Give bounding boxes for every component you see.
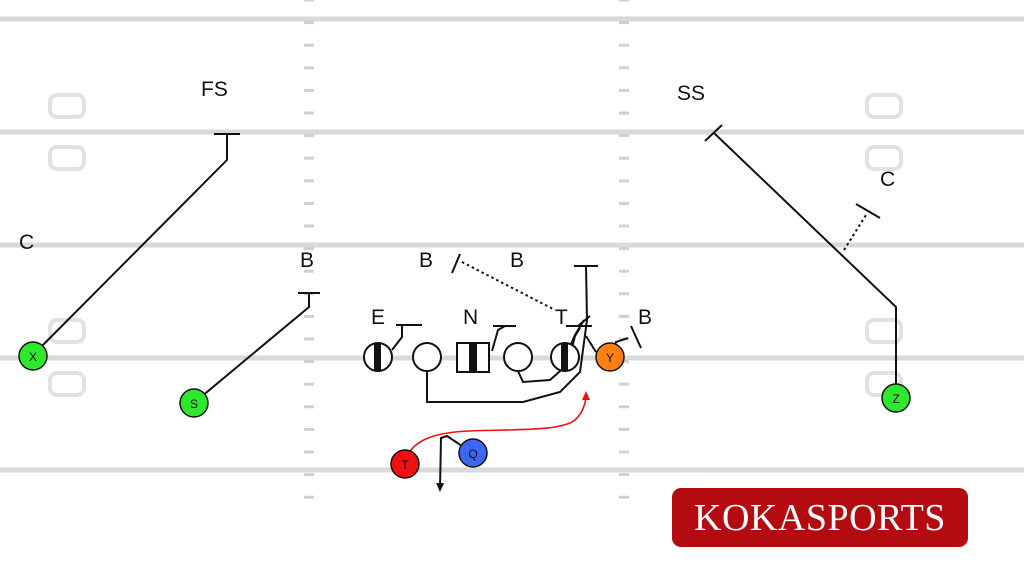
- player-y[interactable]: Y: [595, 342, 625, 372]
- z-route: [713, 132, 897, 397]
- label-c-left: C: [19, 231, 34, 254]
- routes: [32, 124, 897, 492]
- coverage-cap: [855, 203, 881, 219]
- x-route: [32, 134, 228, 356]
- player-q[interactable]: Q: [458, 438, 488, 468]
- label-ss: SS: [677, 82, 705, 105]
- player-t[interactable]: T: [390, 449, 420, 479]
- label-fs: FS: [201, 78, 228, 101]
- yard-number-block: [865, 145, 903, 171]
- yard-number-block: [48, 93, 86, 119]
- label-b-left: B: [300, 249, 314, 272]
- yard-number-block: [865, 93, 903, 119]
- label-b-mid-left: B: [419, 249, 433, 272]
- route-cap: [704, 124, 723, 142]
- coverage-cap: [451, 253, 461, 274]
- yard-lines: [0, 16, 1024, 473]
- yard-number-block: [48, 371, 86, 397]
- coverage-dotted: [843, 214, 867, 251]
- label-b-right: B: [638, 306, 652, 329]
- block-line: [585, 335, 597, 353]
- defense-labels: FS SS C C B B B B E N T: [19, 78, 895, 329]
- block-line: [491, 325, 506, 352]
- yard-number-block: [48, 318, 86, 344]
- guard-pull: [426, 265, 589, 403]
- coverage-dotted: [461, 261, 556, 311]
- motion-route: [404, 391, 590, 462]
- label-t: T: [555, 306, 568, 329]
- player-s[interactable]: S: [179, 388, 209, 418]
- block-cap: [577, 315, 591, 327]
- right-guard: [503, 342, 533, 372]
- right-tackle: [550, 342, 580, 372]
- brand-name: KOKASPORTS: [694, 497, 946, 539]
- block-line: [391, 324, 410, 351]
- player-x-label: X: [29, 350, 37, 364]
- hash-marks: [304, 0, 629, 499]
- player-q-label: Q: [468, 447, 477, 461]
- player-s-label: S: [190, 397, 198, 411]
- label-b-mid-right: B: [510, 249, 524, 272]
- player-y-label: Y: [606, 351, 614, 365]
- label-c-right: C: [880, 168, 895, 191]
- left-guard: [412, 342, 442, 372]
- center: [456, 342, 490, 373]
- s-route: [194, 293, 310, 403]
- coverage-lines: [461, 214, 867, 311]
- brand-badge: [672, 488, 968, 547]
- qb-drop: [436, 434, 463, 492]
- player-x[interactable]: X: [18, 341, 48, 371]
- block-cap: [630, 325, 642, 349]
- yard-number-block: [48, 145, 86, 171]
- yard-number-block: [865, 318, 903, 344]
- offensive-line: [363, 342, 580, 373]
- label-n: N: [463, 306, 478, 329]
- player-t-label: T: [401, 458, 409, 472]
- brand-logo: KOKASPORTS: [672, 488, 968, 547]
- left-tackle: [363, 342, 393, 372]
- player-z-label: Z: [892, 392, 899, 406]
- player-z[interactable]: Z: [881, 383, 911, 413]
- label-e: E: [371, 306, 385, 329]
